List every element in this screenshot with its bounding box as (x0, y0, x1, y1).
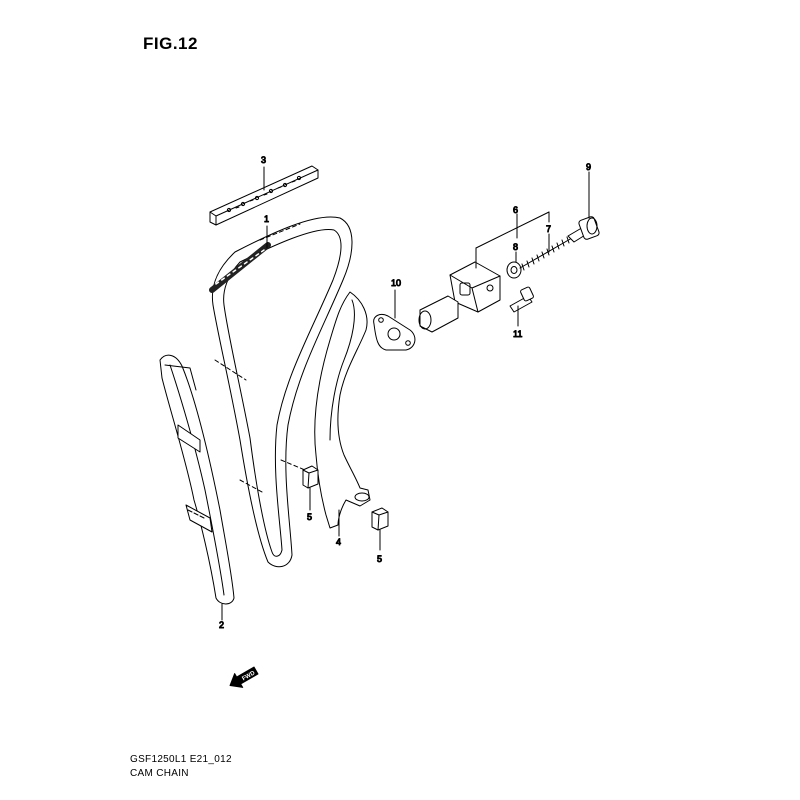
callout-2: 2 (219, 620, 224, 630)
part-10-tensioner-gasket[interactable] (373, 313, 416, 351)
leader-lines (221, 166, 590, 621)
part-5-cushion-lower[interactable] (371, 507, 389, 531)
callout-11: 11 (513, 329, 522, 339)
part-5-cushion-upper[interactable] (302, 465, 319, 489)
part-8-washer[interactable] (506, 261, 522, 279)
callout-labels: 3 1 2 4 5 5 10 6 7 8 9 11 (219, 155, 592, 631)
callout-5-upper: 5 (307, 512, 312, 522)
callout-4: 4 (336, 537, 341, 547)
callout-3: 3 (261, 155, 266, 165)
callout-10: 10 (391, 278, 401, 288)
figure-caption: CAM CHAIN (130, 768, 189, 779)
part-7-spring[interactable] (519, 236, 573, 271)
part-4-cam-chain-guide[interactable] (314, 291, 371, 529)
part-3-guide-plate[interactable] (209, 165, 319, 226)
figure-title: FIG.12 (143, 34, 198, 53)
callout-8: 8 (513, 242, 518, 252)
forward-arrow-icon: FWD (229, 666, 259, 688)
part-2-chain-tensioner-guide[interactable] (159, 354, 235, 605)
callout-7: 7 (546, 224, 551, 234)
part-11-bolt[interactable] (509, 286, 534, 313)
part-9-cap-bolt[interactable] (567, 216, 600, 243)
callout-6: 6 (513, 205, 518, 215)
part-6-tensioner-adjuster[interactable] (418, 261, 501, 333)
model-code: GSF1250L1 E21_012 (130, 754, 232, 765)
callout-1: 1 (264, 214, 269, 224)
callout-5-lower: 5 (377, 554, 382, 564)
callout-9: 9 (586, 162, 591, 172)
